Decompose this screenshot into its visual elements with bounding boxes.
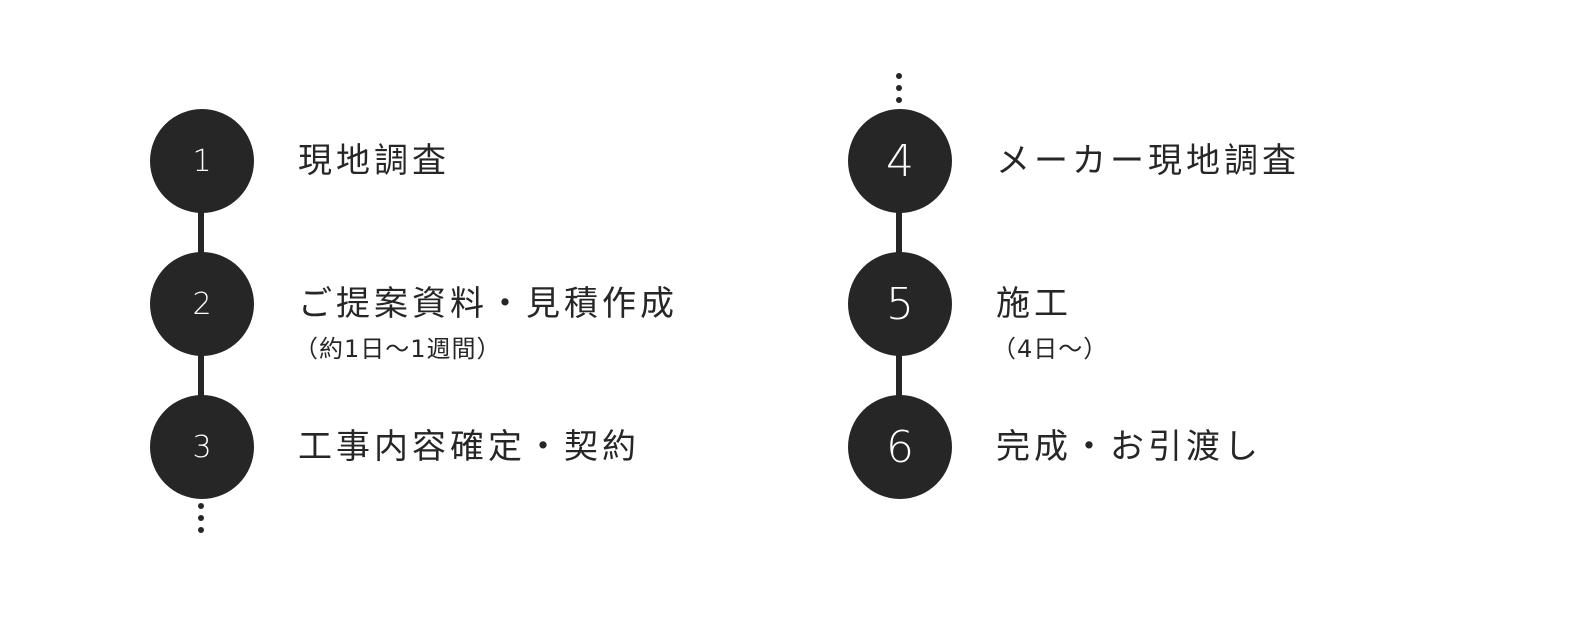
step-2: 2 ご提案資料・見積作成 （約1日～1週間） (150, 252, 850, 363)
step-number-badge: 5 (848, 252, 952, 356)
step-duration-note: （約1日～1週間） (294, 335, 502, 363)
step-title: 施工 (996, 284, 1072, 324)
step-title: メーカー現地調査 (996, 141, 1300, 181)
step-6: 6 完成・お引渡し (848, 395, 1548, 499)
continuation-dots-icon (197, 503, 205, 537)
step-4: 4 メーカー現地調査 (848, 109, 1548, 213)
step-title: 工事内容確定・契約 (298, 427, 640, 467)
step-number-badge: 6 (848, 395, 952, 499)
connector-line-2-3 (198, 343, 204, 403)
step-title: ご提案資料・見積作成 (298, 284, 678, 324)
step-title: 完成・お引渡し (996, 427, 1262, 467)
connector-line-4-5 (896, 200, 902, 260)
connector-line-1-2 (198, 200, 204, 260)
step-number-badge: 2 (150, 252, 254, 356)
flow-column-right: 4 メーカー現地調査 5 施工 （4日～） 6 完成・お引渡し (848, 0, 1548, 624)
continuation-dots-icon (895, 73, 903, 107)
step-number-badge: 1 (150, 109, 254, 213)
step-5: 5 施工 （4日～） (848, 252, 1548, 363)
step-duration-note: （4日～） (992, 335, 1109, 363)
step-number-badge: 3 (150, 395, 254, 499)
step-number-badge: 4 (848, 109, 952, 213)
step-1: 1 現地調査 (150, 109, 850, 213)
flow-column-left: 1 現地調査 2 ご提案資料・見積作成 （約1日～1週間） 3 工事内容確定・契… (150, 0, 850, 624)
connector-line-5-6 (896, 343, 902, 403)
step-3: 3 工事内容確定・契約 (150, 395, 850, 499)
step-title: 現地調査 (298, 141, 450, 181)
